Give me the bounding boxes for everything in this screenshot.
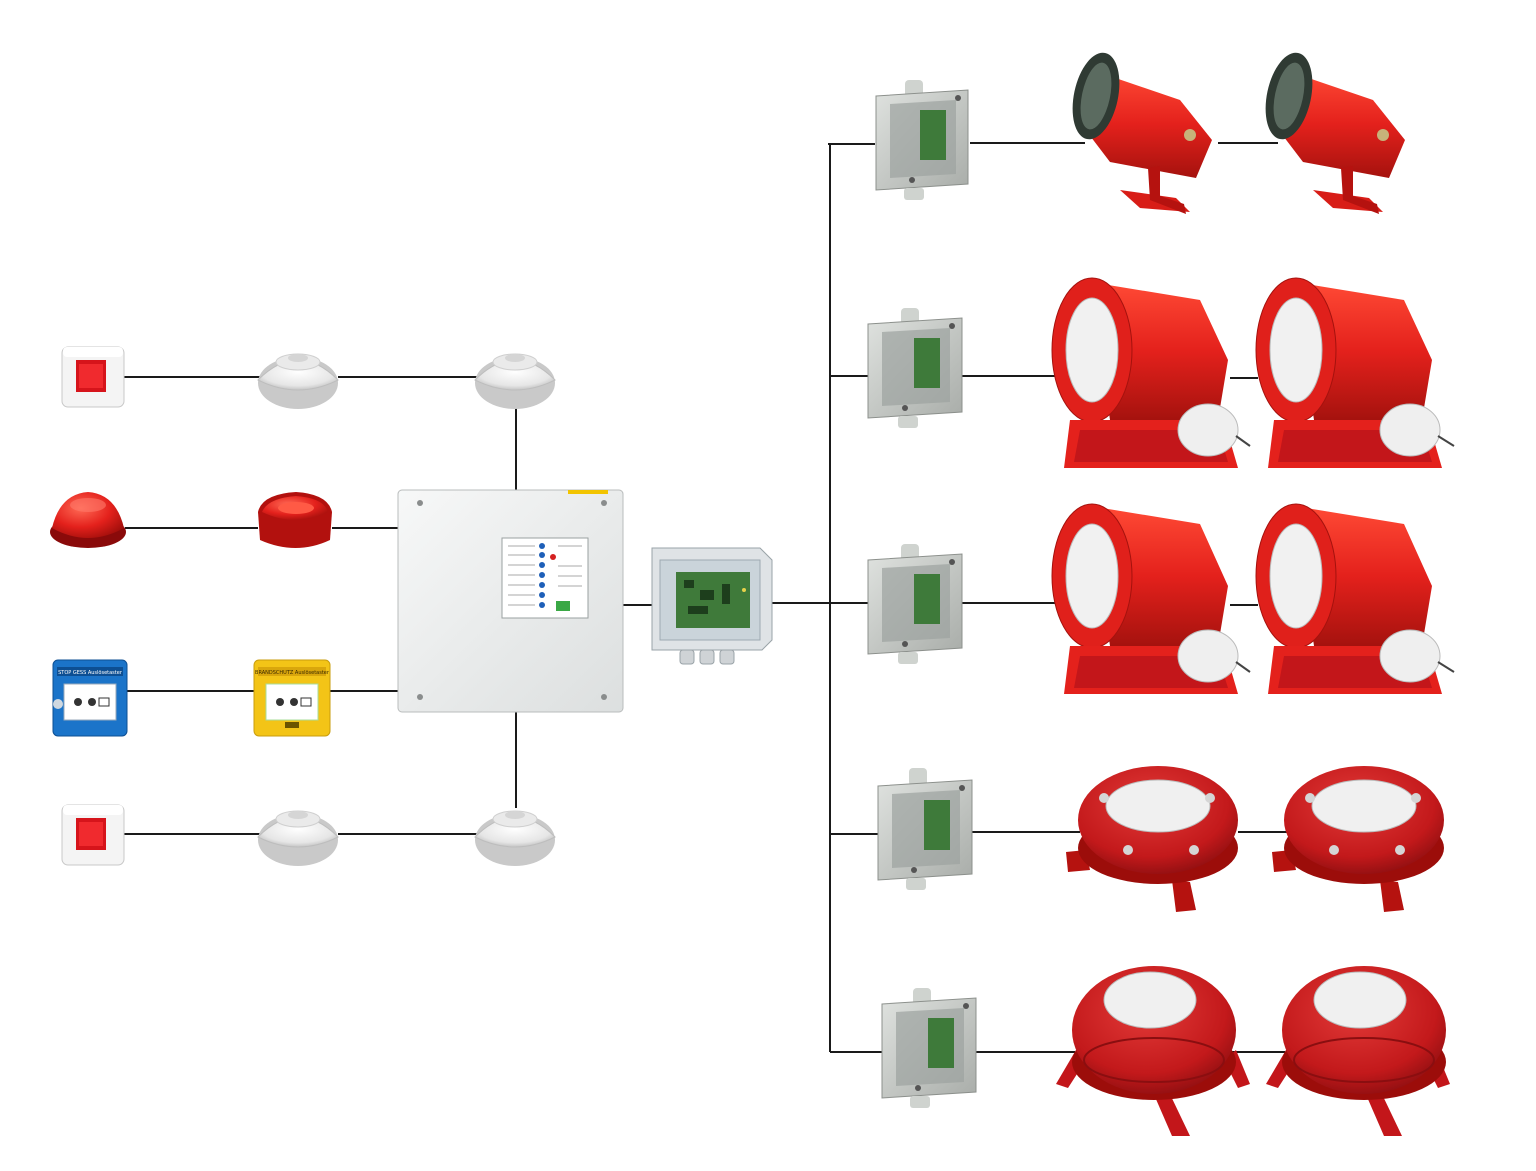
manual-call-point-icon: BRANDSCHUTZ Auslösetaster	[253, 659, 331, 737]
flashing-light-icon	[61, 346, 125, 408]
junction-box-icon	[877, 768, 973, 890]
junction-box-icon	[867, 544, 963, 664]
explosion-proof-horn-icon	[1265, 52, 1405, 214]
flashing-light-icon	[61, 804, 125, 866]
sounder-icon	[258, 492, 332, 548]
explosion-proof-siren-icon	[1255, 503, 1455, 694]
manual-call-point-label: BRANDSCHUTZ Auslösetaster	[255, 670, 330, 676]
junction-box-icon	[881, 988, 977, 1108]
explosion-proof-horn-icon	[1072, 52, 1212, 214]
wiring	[122, 142, 1288, 1053]
manual-call-point-icon: STOP GESS Auslösetaster	[52, 659, 128, 737]
explosion-proof-siren-icon	[1051, 277, 1251, 468]
smoke-detector-icon	[257, 810, 339, 866]
explosion-proof-siren-icon	[1255, 277, 1455, 468]
junction-box-icon	[867, 308, 963, 428]
fire-alarm-control-panel-icon	[397, 489, 624, 713]
smoke-detector-icon	[257, 353, 339, 409]
explosion-proof-bell-icon	[1266, 966, 1450, 1136]
explosion-proof-bell-icon	[1056, 966, 1250, 1136]
explosion-proof-bell-icon	[1272, 766, 1444, 912]
beacon-icon	[50, 492, 126, 548]
smoke-detector-icon	[474, 810, 556, 866]
junction-box-icon	[875, 80, 969, 200]
smoke-detector-icon	[474, 353, 556, 409]
explosion-proof-siren-icon	[1051, 503, 1251, 694]
manual-call-point-label: STOP GESS Auslösetaster	[58, 670, 123, 676]
panel-indicator-column	[539, 543, 545, 608]
interface-module-icon	[651, 547, 773, 665]
explosion-proof-bell-icon	[1066, 766, 1238, 912]
